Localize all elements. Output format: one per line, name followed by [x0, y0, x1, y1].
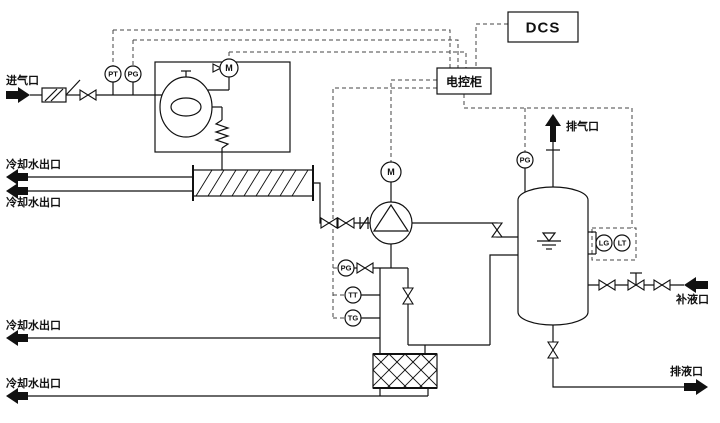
shell-tube-heat-exchanger — [192, 165, 314, 201]
makeup-valve-2 — [653, 279, 671, 291]
tt-tag: TT — [348, 291, 358, 300]
level-instrument-enclosure — [591, 227, 637, 261]
dcs-box: DCS — [507, 11, 579, 43]
makeup-port-label: 补液口 — [675, 292, 709, 306]
cooling-out-arrow-1 — [6, 169, 28, 185]
pump-suction-valve-1 — [320, 217, 338, 229]
tg-tag: TG — [348, 314, 359, 323]
compressor-unit — [154, 61, 291, 153]
air-inlet-arrow — [6, 87, 30, 103]
pg-line-tag: PG — [341, 264, 352, 273]
exhaust-arrow — [545, 114, 561, 142]
lg-tag: LG — [599, 239, 610, 248]
vessel-inlet-valve — [490, 222, 504, 238]
bypass-valve — [402, 287, 414, 305]
pt-tag: PT — [108, 70, 118, 79]
vacuum-pump — [369, 201, 413, 245]
separator-vessel — [517, 186, 589, 326]
inlet-filter — [41, 87, 67, 103]
dcs-label: DCS — [526, 20, 561, 37]
pump-impeller — [372, 203, 410, 232]
makeup-globe-valve — [627, 279, 645, 291]
drain-arrow — [684, 379, 708, 395]
lt-tag: LT — [618, 239, 627, 248]
cooling-water-outlet-label-2: 冷却水出口 — [6, 195, 61, 209]
pg-inlet-tag: PG — [128, 70, 139, 79]
pg-vessel-instrument: PG — [516, 151, 534, 169]
control-cabinet-label: 电控柜 — [446, 74, 482, 89]
lg-instrument: LG — [595, 234, 613, 252]
flex-connector — [214, 119, 230, 149]
lt-instrument: LT — [613, 234, 631, 252]
makeup-arrow — [684, 277, 708, 293]
compressor-motor: M — [219, 58, 239, 78]
cooling-out-arrow-3 — [6, 330, 28, 346]
check-valve — [359, 216, 369, 230]
gauge-isolation-valve — [356, 262, 374, 274]
compressor-casing — [159, 76, 213, 138]
control-cabinet-box: 电控柜 — [436, 67, 492, 95]
compressor-motor-tag: M — [225, 63, 233, 73]
tt-instrument: TT — [344, 286, 362, 304]
tg-instrument: TG — [344, 309, 362, 327]
pump-motor-tag: M — [387, 167, 395, 177]
pg-line-instrument: PG — [337, 259, 355, 277]
inlet-valve — [79, 89, 97, 101]
cooling-water-outlet-label-3: 冷却水出口 — [6, 318, 61, 332]
cooling-water-outlet-label-1: 冷却水出口 — [6, 157, 61, 171]
plate-heat-exchanger — [372, 353, 438, 389]
liquid-level-mark — [537, 232, 561, 250]
cooling-out-arrow-4 — [6, 388, 28, 404]
exhaust-port-label: 排气口 — [566, 119, 599, 133]
coupling-flag — [212, 63, 223, 73]
cooling-water-outlet-label-4: 冷却水出口 — [6, 376, 61, 390]
signal-lines — [112, 23, 637, 319]
pt-instrument: PT — [104, 65, 122, 83]
makeup-valve-1 — [598, 279, 616, 291]
pg-inlet-instrument: PG — [124, 65, 142, 83]
air-inlet-label: 进气口 — [6, 73, 39, 87]
cooling-out-arrow-2 — [6, 183, 28, 199]
drain-valve — [547, 341, 559, 359]
pump-motor: M — [380, 161, 402, 183]
pump-suction-valve-2 — [337, 217, 355, 229]
pg-vessel-tag: PG — [520, 156, 531, 165]
drain-port-label: 排液口 — [670, 364, 703, 378]
